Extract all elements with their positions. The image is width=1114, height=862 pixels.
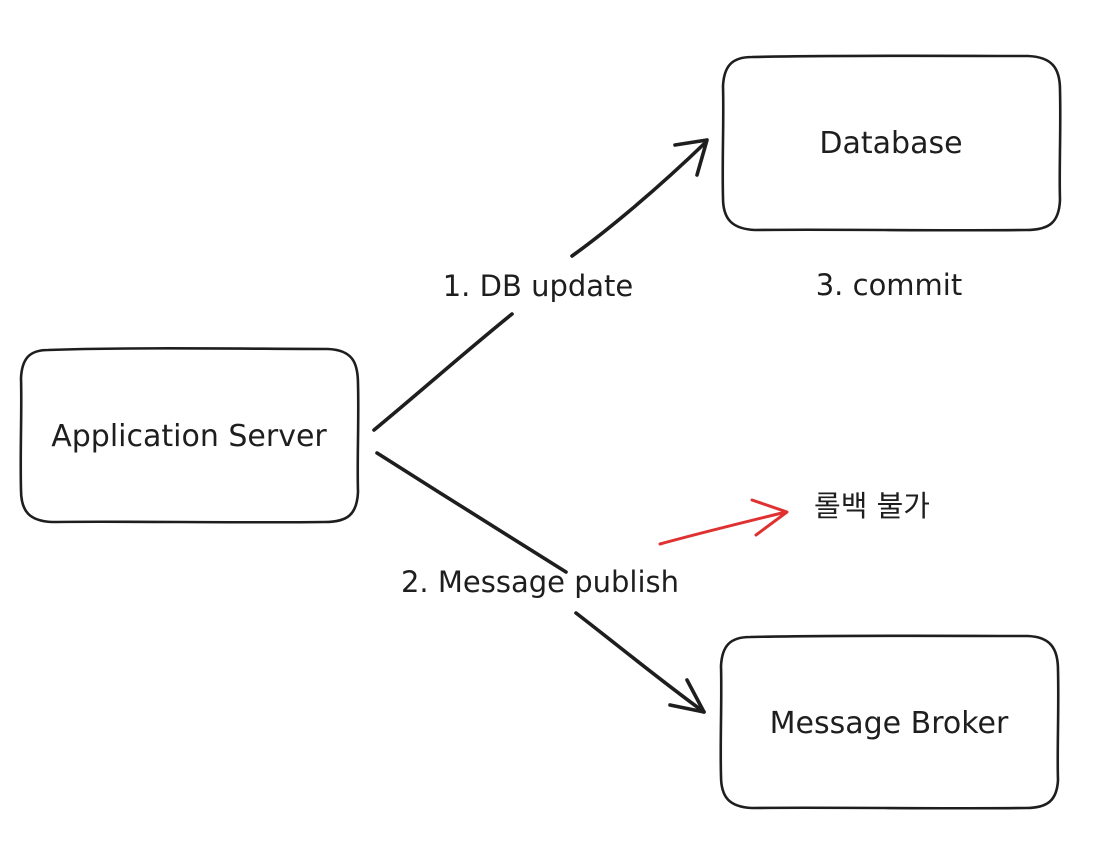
app-server-label: Application Server [51,419,327,454]
message-publish-label: 2. Message publish [401,565,679,599]
message-broker-label: Message Broker [770,706,1009,741]
app-server-node[interactable]: Application Server [19,347,360,524]
database-box [721,54,1062,232]
db-update-arrow-lower-segment [372,312,514,432]
db-update-arrow[interactable] [372,138,709,432]
message-publish-arrow[interactable] [375,451,706,714]
message-publish-arrow-upper-segment [375,451,568,574]
rollback-note-arrowhead [750,498,789,537]
rollback-note-arrow [658,498,789,546]
database-node[interactable]: Database [721,54,1062,232]
message-broker-node[interactable]: Message Broker [719,634,1060,810]
message-publish-arrowhead [668,678,706,714]
app-server-box [19,347,360,524]
commit-label: 3. commit [816,268,963,302]
message-publish-arrow-lower-segment [574,611,706,714]
db-update-arrowhead [673,138,709,177]
db-update-arrow-upper-segment [570,140,708,258]
rollback-note-arrow-shaft [658,510,788,546]
database-label: Database [819,126,962,161]
rollback-note-label: 롤백 불가 [814,489,930,523]
message-broker-box [719,634,1060,810]
db-update-label: 1. DB update [443,269,634,303]
